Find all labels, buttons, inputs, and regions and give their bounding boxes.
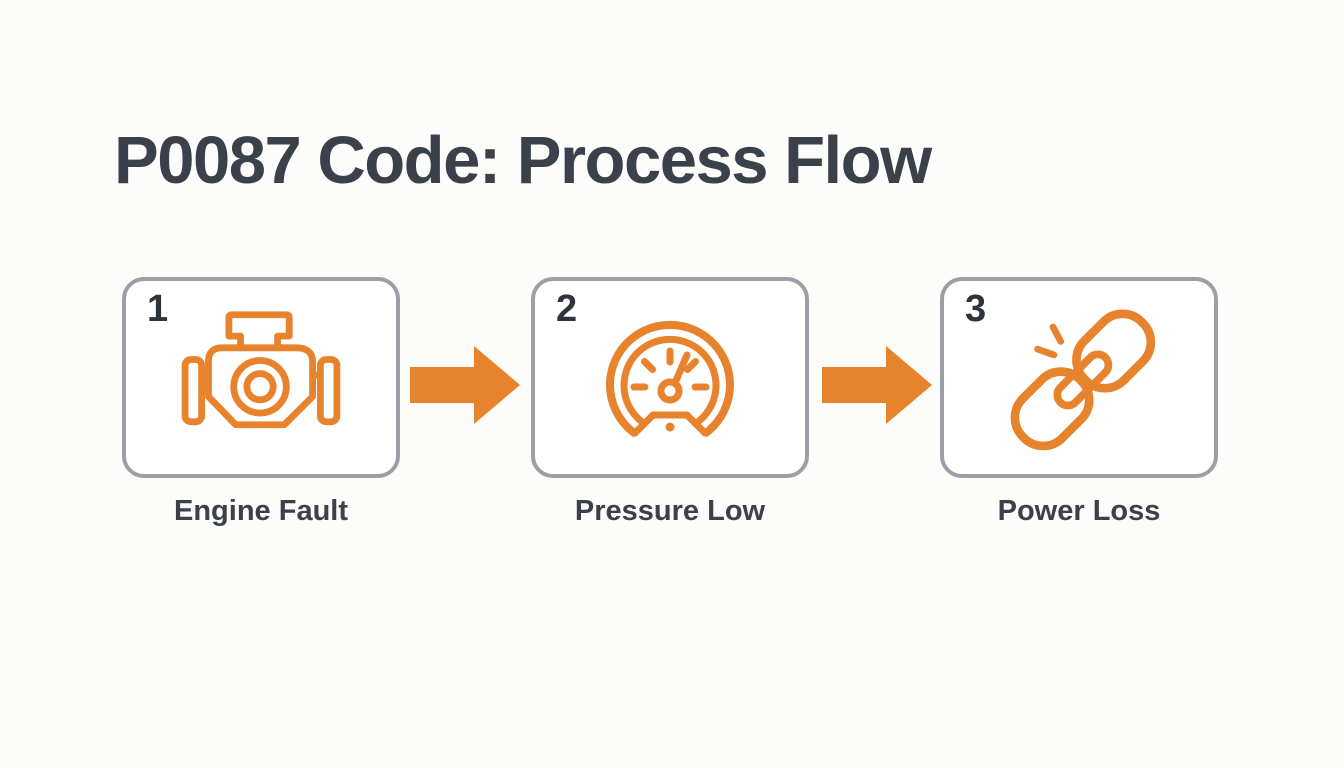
step-3-number: 3 xyxy=(965,288,987,330)
step-2-number: 2 xyxy=(556,288,578,330)
pressure-gauge-icon xyxy=(606,320,734,437)
step-3: 3 Power Loss xyxy=(940,277,1218,528)
step-2-card: 2 xyxy=(531,277,809,478)
step-3-card: 3 xyxy=(940,277,1218,478)
step-1-label: Engine Fault xyxy=(174,495,348,527)
engine-icon xyxy=(181,310,341,428)
step-3-label: Power Loss xyxy=(997,495,1161,527)
page-title: P0087 Code: Process Flow xyxy=(114,123,932,198)
step-2: 2 xyxy=(531,277,809,528)
step-1: 1 Engine Fault xyxy=(122,277,400,528)
step-2-label: Pressure Low xyxy=(574,495,766,527)
right-arrow-icon xyxy=(822,346,932,424)
broken-chain-icon xyxy=(1010,309,1156,450)
step-1-number: 1 xyxy=(147,288,169,330)
step-1-card: 1 xyxy=(122,277,400,478)
right-arrow-icon xyxy=(410,346,520,424)
